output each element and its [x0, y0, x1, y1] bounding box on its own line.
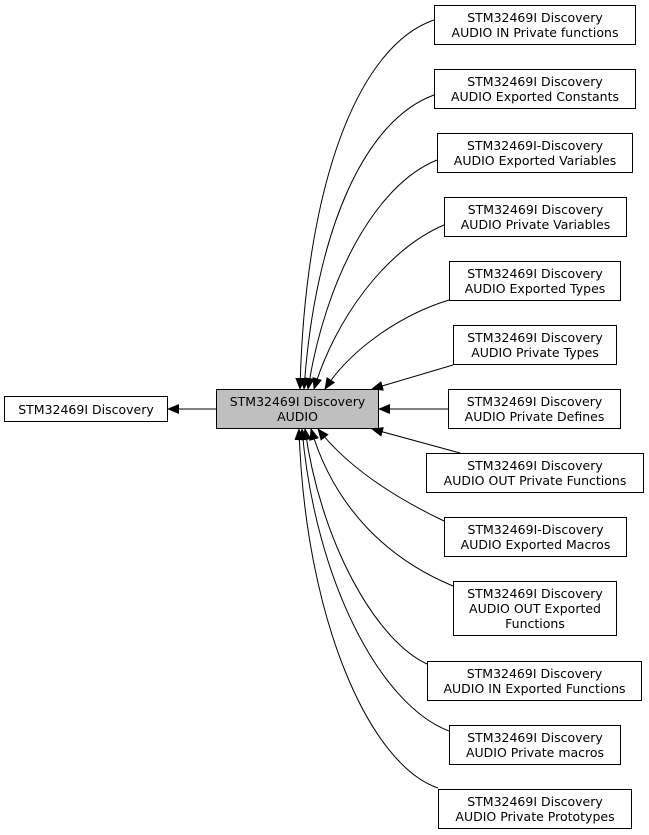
subgroup-node-audio-private-macros[interactable]: STM32469I Discovery AUDIO Private macros — [449, 725, 621, 765]
edge-audio-private-prototypes — [294, 428, 439, 789]
parent-group-label: STM32469I Discovery — [18, 401, 154, 417]
subgroup-node-audio-private-types[interactable]: STM32469I Discovery AUDIO Private Types — [453, 325, 617, 365]
edge-audio-private-variables — [312, 224, 445, 390]
subgroup-node-audio-in-exported-functions[interactable]: STM32469I Discovery AUDIO IN Exported Fu… — [427, 661, 642, 701]
current-group-node: STM32469I Discovery AUDIO — [216, 389, 379, 429]
edge-audio-out-private-functions — [371, 427, 461, 454]
subgroup-node-audio-in-private-functions[interactable]: STM32469I Discovery AUDIO IN Private fun… — [434, 5, 636, 45]
edge-audio-in-private-functions — [295, 19, 435, 390]
edge-audio-in-exported-functions — [301, 428, 428, 665]
subgroup-node-audio-private-defines[interactable]: STM32469I Discovery AUDIO Private Define… — [448, 389, 621, 429]
subgroup-node-audio-private-prototypes[interactable]: STM32469I Discovery AUDIO Private Protot… — [438, 789, 632, 829]
current-group-label-line-2: AUDIO — [277, 409, 318, 424]
subgroup-node-audio-exported-types[interactable]: STM32469I Discovery AUDIO Exported Types — [449, 261, 621, 301]
edge-audio-private-types — [371, 364, 454, 391]
edge-audio-exported-types — [324, 299, 450, 390]
edge-audio-exported-variables — [304, 159, 438, 390]
subgroup-node-audio-exported-macros[interactable]: STM32469I-Discovery AUDIO Exported Macro… — [444, 517, 627, 557]
subgroup-node-audio-out-private-functions[interactable]: STM32469I Discovery AUDIO OUT Private Fu… — [426, 453, 644, 493]
edge-audio-exported-macros — [317, 428, 445, 522]
subgroup-node-audio-out-exported-functions[interactable]: STM32469I Discovery AUDIO OUT Exported F… — [453, 581, 617, 636]
subgroup-node-audio-exported-variables[interactable]: STM32469I-Discovery AUDIO Exported Varia… — [437, 133, 633, 173]
parent-group-node[interactable]: STM32469I Discovery — [4, 396, 168, 422]
edge-audio-private-macros — [297, 428, 450, 732]
subgroup-node-audio-private-variables[interactable]: STM32469I Discovery AUDIO Private Variab… — [444, 197, 627, 237]
subgroup-node-audio-exported-constants[interactable]: STM32469I Discovery AUDIO Exported Const… — [434, 69, 636, 109]
edge-audio-exported-constants — [299, 94, 435, 390]
current-group-label-line-1: STM32469I Discovery — [229, 394, 366, 409]
edge-audio-out-exported-functions — [309, 428, 454, 587]
